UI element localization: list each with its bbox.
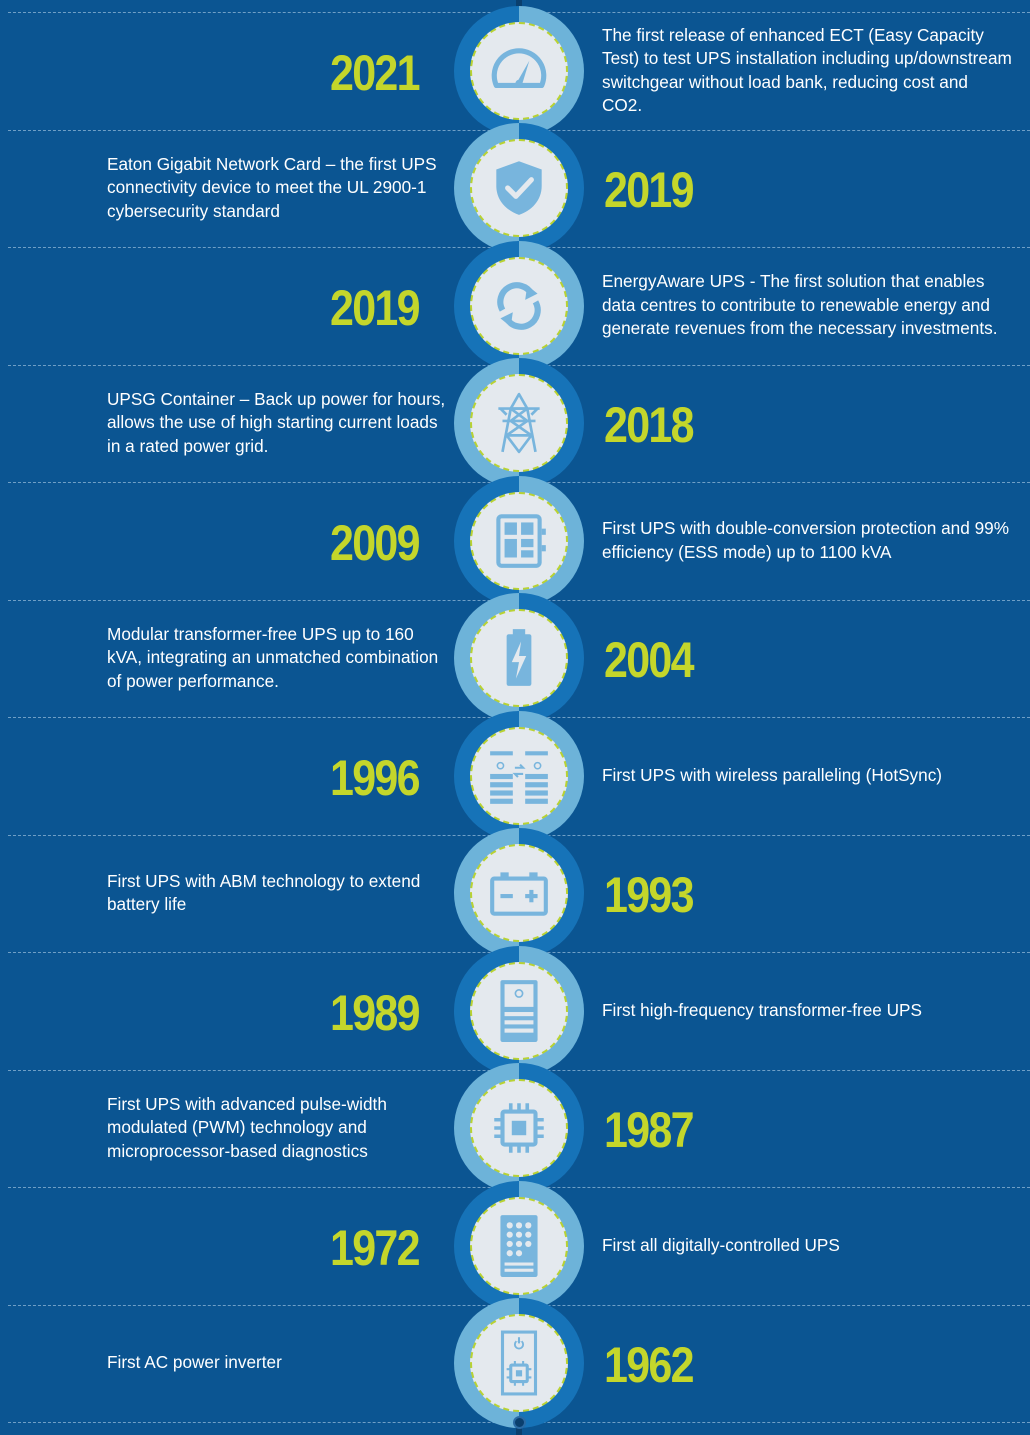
timeline-icon-disc xyxy=(470,21,568,120)
power-tower-icon-graphic xyxy=(498,393,540,454)
shield-check-icon-graphic xyxy=(496,161,542,216)
timeline-icon-disc xyxy=(470,1196,568,1295)
milestone-year: 1989 xyxy=(330,984,421,1041)
timeline-icon-disc xyxy=(470,726,568,825)
milestone-description: First UPS with double-conversion protect… xyxy=(602,518,1009,562)
refresh-cycle-icon-graphic xyxy=(497,281,541,330)
milestone-year: 2004 xyxy=(604,632,695,689)
milestone-description: Eaton Gigabit Network Card – the first U… xyxy=(107,153,437,221)
inverter-unit-icon-graphic xyxy=(500,1330,538,1396)
keypad-controller-icon-graphic xyxy=(500,1214,538,1277)
milestone-description: First high-frequency transformer-free UP… xyxy=(602,999,922,1020)
car-battery-icon-graphic xyxy=(490,872,548,916)
milestone-year: 1962 xyxy=(604,1337,695,1394)
milestone-description: UPSG Container – Back up power for hours… xyxy=(107,388,446,456)
timeline-icon-disc xyxy=(470,1314,568,1413)
milestone-description: First AC power inverter xyxy=(107,1352,282,1373)
ups-cabinet-icon-graphic xyxy=(496,513,546,568)
milestone-description: First UPS with wireless paralleling (Hot… xyxy=(602,764,943,785)
speedometer-icon-graphic xyxy=(491,47,547,88)
timeline-icon-disc xyxy=(470,491,568,590)
milestone-description: The first release of enhanced ECT (Easy … xyxy=(602,24,1012,116)
milestone-description: Modular transformer-free UPS up to 160 k… xyxy=(107,623,439,691)
microchip-icon-graphic xyxy=(494,1103,544,1153)
milestone-year: 1993 xyxy=(604,867,695,924)
milestone-year: 2021 xyxy=(330,44,421,101)
timeline-icon-disc xyxy=(470,609,568,708)
timeline-node-dot xyxy=(513,1416,526,1429)
milestone-year: 2019 xyxy=(330,279,421,336)
milestone-year: 2018 xyxy=(604,397,695,454)
timeline-icon-disc xyxy=(470,139,568,238)
milestone-description: First UPS with ABM technology to extend … xyxy=(107,870,421,915)
milestone-year: 2009 xyxy=(330,514,421,571)
milestone-description: First UPS with advanced pulse-width modu… xyxy=(107,1093,387,1161)
timeline-icon-disc xyxy=(470,1079,568,1178)
timeline-icon-disc xyxy=(470,256,568,355)
milestone-year: 1972 xyxy=(330,1219,421,1276)
milestone-year: 2019 xyxy=(604,162,695,219)
timeline-icon-disc xyxy=(470,374,568,473)
battery-bolt-icon-graphic xyxy=(506,629,532,687)
milestone-year: 1987 xyxy=(604,1102,695,1159)
timeline-icon-disc xyxy=(470,844,568,943)
ups-tower-icon-graphic xyxy=(500,979,538,1042)
parallel-ups-icon-graphic xyxy=(490,751,548,804)
milestone-description: First all digitally-controlled UPS xyxy=(602,1234,840,1255)
milestone-year: 1996 xyxy=(330,749,421,806)
timeline-icon-disc xyxy=(470,961,568,1060)
milestone-description: EnergyAware UPS - The first solution tha… xyxy=(602,271,998,339)
